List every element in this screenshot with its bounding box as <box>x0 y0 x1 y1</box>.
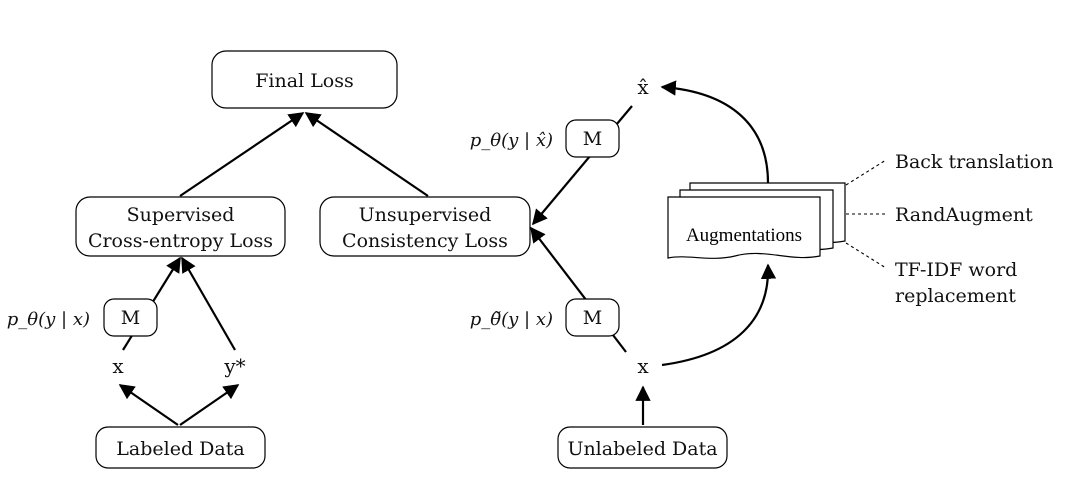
edge-unsupervised-to-final <box>304 112 429 197</box>
unsupervised-loss-line1: Unsupervised <box>359 204 492 226</box>
model-box-augmented: M <box>565 119 620 158</box>
aug-method-back-translation: Back translation <box>895 151 1053 173</box>
dash-back-translation <box>845 159 887 186</box>
model-label-supervised: M <box>121 307 140 329</box>
final-loss-label: Final Loss <box>255 70 354 92</box>
aug-method-tfidf-line1: TF-IDF word <box>895 259 1017 281</box>
supervised-loss-box: Supervised Cross-entropy Loss <box>75 196 286 257</box>
model-label-augmented: M <box>583 128 602 150</box>
edge-ystar-to-supervised <box>181 256 236 351</box>
var-x-labeled: x <box>112 354 124 378</box>
model-label-unlabeled: M <box>583 307 602 329</box>
aug-method-randaugment: RandAugment <box>895 204 1033 226</box>
labeled-data-box: Labeled Data <box>95 426 266 469</box>
augmentations-label: Augmentations <box>686 225 802 246</box>
edge-labeled-to-ystar <box>179 384 240 426</box>
var-x-unlabeled: x <box>637 354 649 378</box>
dash-tfidf <box>845 242 887 269</box>
prob-label-unlabeled: p_θ̃(y | x) <box>470 309 553 330</box>
var-y-star: y* <box>223 354 245 378</box>
prob-label-augmented: p_θ(y | x̂) <box>470 130 553 151</box>
supervised-loss-line2: Cross-entropy Loss <box>88 230 273 252</box>
unlabeled-data-label: Unlabeled Data <box>567 438 717 460</box>
labeled-data-label: Labeled Data <box>116 438 244 460</box>
augmentations-stack: Augmentations <box>667 182 846 259</box>
supervised-loss-line1: Supervised <box>127 204 235 226</box>
edge-labeled-to-x <box>118 384 179 426</box>
model-box-unlabeled: M <box>565 298 620 337</box>
augmentations-doc-front <box>667 196 821 259</box>
aug-method-tfidf-line2: replacement <box>895 285 1016 307</box>
var-x-hat: x̂ <box>637 75 649 99</box>
edge-augmentations-to-xhat <box>660 80 770 184</box>
unlabeled-data-box: Unlabeled Data <box>557 426 728 469</box>
model-box-supervised: M <box>103 298 158 337</box>
unsupervised-loss-box: Unsupervised Consistency Loss <box>319 196 531 257</box>
unsupervised-loss-line2: Consistency Loss <box>342 230 508 252</box>
edge-x-to-augmentations <box>661 263 777 367</box>
prob-label-supervised: p_θ(y | x) <box>7 309 90 330</box>
edge-supervised-to-final <box>179 112 305 197</box>
final-loss-box: Final Loss <box>211 50 398 109</box>
